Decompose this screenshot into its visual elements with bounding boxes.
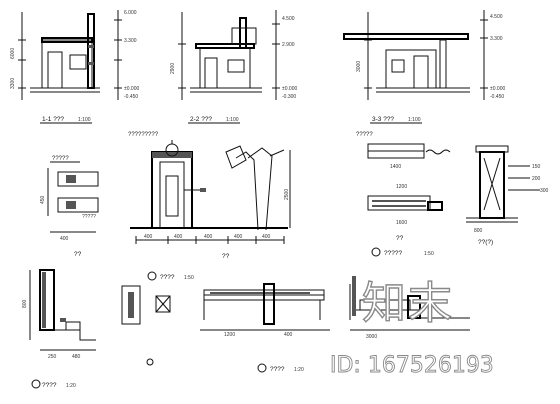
view-label: ????? (356, 132, 373, 138)
section-3-view: 3000 4.500 3.300 ±0.000 -0.450 3-3 ??? 1… (343, 10, 505, 124)
level-text: -0.450 (124, 94, 138, 100)
dim-text: 1600 (396, 220, 407, 226)
dim-text: 3000 (356, 61, 362, 72)
gate-elevation-view: ????????? 400 400 400 400 400 2500 ?? (128, 132, 291, 260)
level-text: 6.000 (124, 10, 137, 16)
watermark-id: ID: 167526193 (330, 353, 494, 378)
detail-c-view: 1200 400 ???? 1:20 (200, 283, 330, 373)
view-caption: ???? (42, 382, 57, 389)
dim-text: 400 (234, 234, 243, 240)
column-detail-view: 150 200 300 800 ??(?) (466, 145, 549, 246)
section-1-view: 6000 3300 6.000 3.300 ±0.000 -0.450 1-1 … (10, 10, 139, 124)
view-label: ????????? (128, 132, 159, 138)
level-text: -0.450 (490, 94, 504, 100)
wall-detail-view: ????? 1400 1200 1600 ?? ????? 1:50 (356, 132, 451, 257)
dim-text: 1200 (224, 332, 235, 338)
dim-text: 2900 (170, 63, 176, 74)
view-scale: 1:50 (184, 275, 194, 281)
dim-text: 400 (60, 236, 69, 242)
dim-text: 2500 (284, 189, 290, 200)
dim-text: 200 (532, 176, 541, 182)
detail-b-view: ???? 1:50 (121, 271, 194, 366)
level-text: ±0.000 (490, 86, 505, 92)
level-text: 3.300 (490, 36, 503, 42)
view-caption: 3-3 ??? (372, 116, 394, 123)
level-text: ±0.000 (124, 86, 139, 92)
level-text: 4.500 (282, 16, 295, 22)
level-text: 3.300 (124, 38, 137, 44)
dim-text: 6000 (10, 48, 16, 59)
dim-text: 250 (48, 354, 57, 360)
view-scale: 1:100 (78, 117, 91, 123)
dim-text: 3000 (366, 334, 377, 340)
section-2-view: 2900 4.500 2.900 ±0.000 -0.300 2-2 ??? 1… (170, 10, 297, 124)
level-text: -0.300 (282, 94, 296, 100)
watermark-brand: 知末 (362, 278, 454, 329)
view-scale: 1:100 (408, 117, 421, 123)
dim-text: 400 (262, 234, 271, 240)
dim-text: 800 (22, 299, 28, 308)
dim-text: 300 (540, 188, 549, 194)
view-scale: 1:20 (294, 367, 304, 373)
level-text: 4.500 (490, 14, 503, 20)
dim-text: 150 (532, 164, 541, 170)
dim-text: 3300 (10, 78, 16, 89)
view-caption: ???? (270, 366, 285, 373)
dim-text: 1200 (396, 184, 407, 190)
view-tag: ?? (222, 253, 230, 260)
dim-text: 400 (174, 234, 183, 240)
detail-small-view: ????? 450 ????? 400 ?? (40, 156, 99, 258)
dim-text: 450 (40, 195, 46, 204)
watermark: 知末 ID: 167526193 (330, 277, 495, 378)
view-label: ????? (384, 250, 402, 257)
dim-text: 400 (284, 332, 293, 338)
view-tag: ?? (396, 235, 404, 242)
dim-text: 480 (72, 354, 81, 360)
dim-text: 800 (474, 228, 483, 234)
view-tag: ?? (74, 251, 82, 258)
view-label: ????? (52, 156, 69, 162)
dim-text: 1400 (390, 164, 401, 170)
detail-a-view: 800 250 480 ???? 1:20 (22, 269, 96, 389)
detail-d-view: 3000 (349, 276, 470, 340)
view-tag: ??(?) (478, 239, 493, 246)
view-scale: 1:100 (226, 117, 239, 123)
view-caption: ???? (160, 274, 175, 281)
level-text: ±0.000 (282, 86, 297, 92)
annotation: ????? (82, 214, 96, 220)
view-caption: 1-1 ??? (42, 116, 64, 123)
level-text: 2.900 (282, 42, 295, 48)
dim-text: 400 (144, 234, 153, 240)
view-caption: 2-2 ??? (190, 116, 212, 123)
view-scale: 1:50 (424, 251, 434, 257)
dim-text: 400 (204, 234, 213, 240)
view-scale: 1:20 (66, 383, 76, 389)
